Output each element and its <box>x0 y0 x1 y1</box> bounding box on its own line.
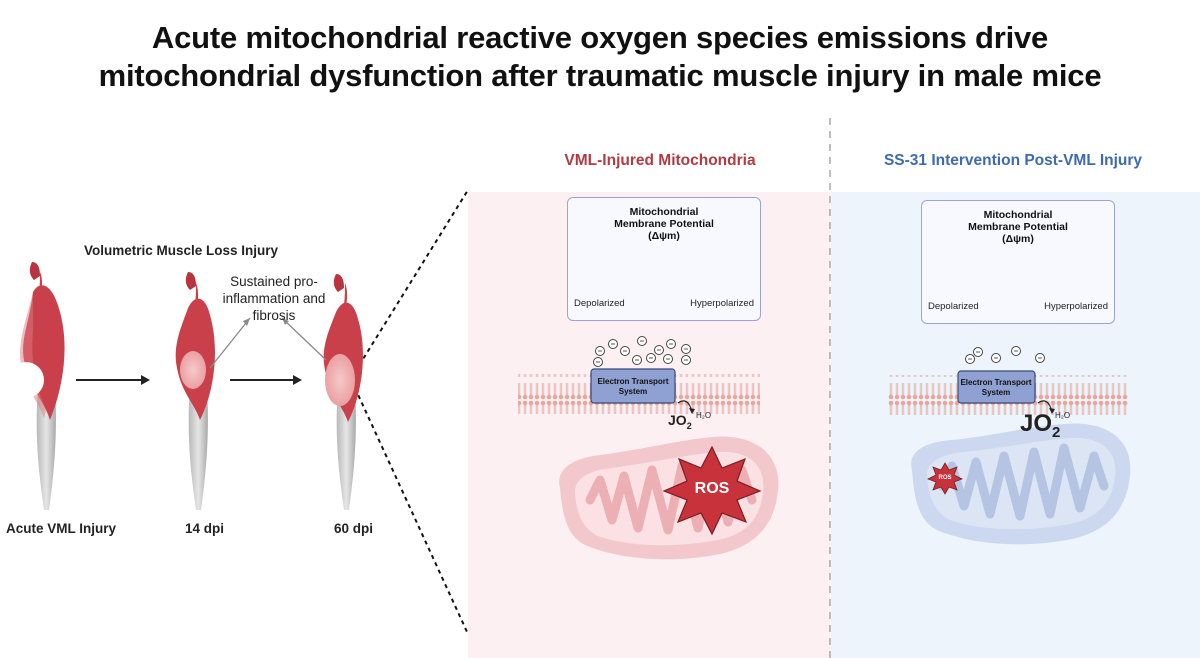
mmp-title-vml: Mitochondrial Membrane Potential (Δψm) <box>614 206 714 242</box>
ros-burst-ss31 <box>927 462 963 495</box>
ros-label-vml: ROS <box>694 480 730 497</box>
stage-label-14-dpi: 14 dpi <box>185 521 225 536</box>
stage-label-acute: Acute VML Injury <box>6 521 117 536</box>
ros-burst-vml <box>662 445 762 536</box>
ets-label-vml: Electron Transport System <box>597 377 669 396</box>
mmp-box-ss31: Mitochondrial Membrane Potential (Δψm) D… <box>921 200 1115 324</box>
jo2-label-ss31: JO2 <box>1020 410 1061 441</box>
muscle-14-dpi <box>175 272 215 510</box>
jo2-label-vml: JO2 <box>668 412 692 431</box>
zoom-line-bottom <box>354 387 469 635</box>
superoxide-electrons-ss31 <box>965 346 1045 364</box>
figure-title-line-1: Acute mitochondrial reactive oxygen spec… <box>151 20 1049 55</box>
figure-title-line-2: mitochondrial dysfunction after traumati… <box>98 58 1102 93</box>
superoxide-electrons-vml <box>593 336 691 367</box>
ros-label-ss31: ROS <box>938 475 952 481</box>
progression-arrows <box>76 375 302 385</box>
gauge-label-hyperpolarized-ss31: Hyperpolarized <box>1044 301 1108 312</box>
ets-box-ss31 <box>957 370 1036 404</box>
muscle-acute-vml <box>8 262 65 510</box>
gauge-label-depolarized-vml: Depolarized <box>574 298 625 309</box>
mitochondrion-ss31 <box>911 423 1131 545</box>
water-label-ss31: H₂O <box>1055 411 1071 420</box>
ss31-panel-heading: SS-31 Intervention Post-VML Injury <box>883 152 1143 169</box>
mmp-box-vml: Mitochondrial Membrane Potential (Δψm) D… <box>567 197 761 321</box>
annotation-arrows <box>209 317 327 369</box>
zoom-line-top <box>354 189 469 373</box>
vml-panel-heading: VML-Injured Mitochondria <box>564 152 756 169</box>
fibrosis-annotation: Sustained pro-inflammation and fibrosis <box>222 274 326 323</box>
ets-label-ss31: Electron Transport System <box>960 378 1032 397</box>
stage-label-60-dpi: 60 dpi <box>334 521 374 536</box>
gauge-label-depolarized-ss31: Depolarized <box>928 301 979 312</box>
vml-injury-heading: Volumetric Muscle Loss Injury <box>84 243 279 258</box>
mmp-title-ss31: Mitochondrial Membrane Potential (Δψm) <box>968 209 1068 245</box>
water-label-vml: H₂O <box>696 411 712 420</box>
gauge-label-hyperpolarized-vml: Hyperpolarized <box>690 298 754 309</box>
mitochondrion-vml <box>559 436 779 560</box>
ets-box-vml <box>590 368 676 404</box>
muscle-60-dpi <box>323 274 363 510</box>
